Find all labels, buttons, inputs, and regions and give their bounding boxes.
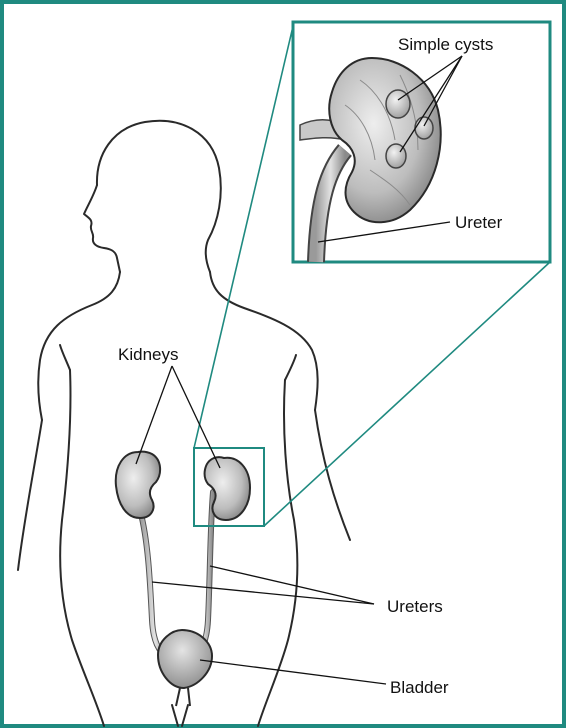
- label-simple-cysts: Simple cysts: [398, 35, 493, 54]
- label-kidneys: Kidneys: [118, 345, 178, 364]
- label-bladder: Bladder: [390, 678, 449, 697]
- label-ureter: Ureter: [455, 213, 503, 232]
- label-ureters: Ureters: [387, 597, 443, 616]
- left-kidney: [116, 452, 160, 518]
- cyst-2: [415, 117, 433, 139]
